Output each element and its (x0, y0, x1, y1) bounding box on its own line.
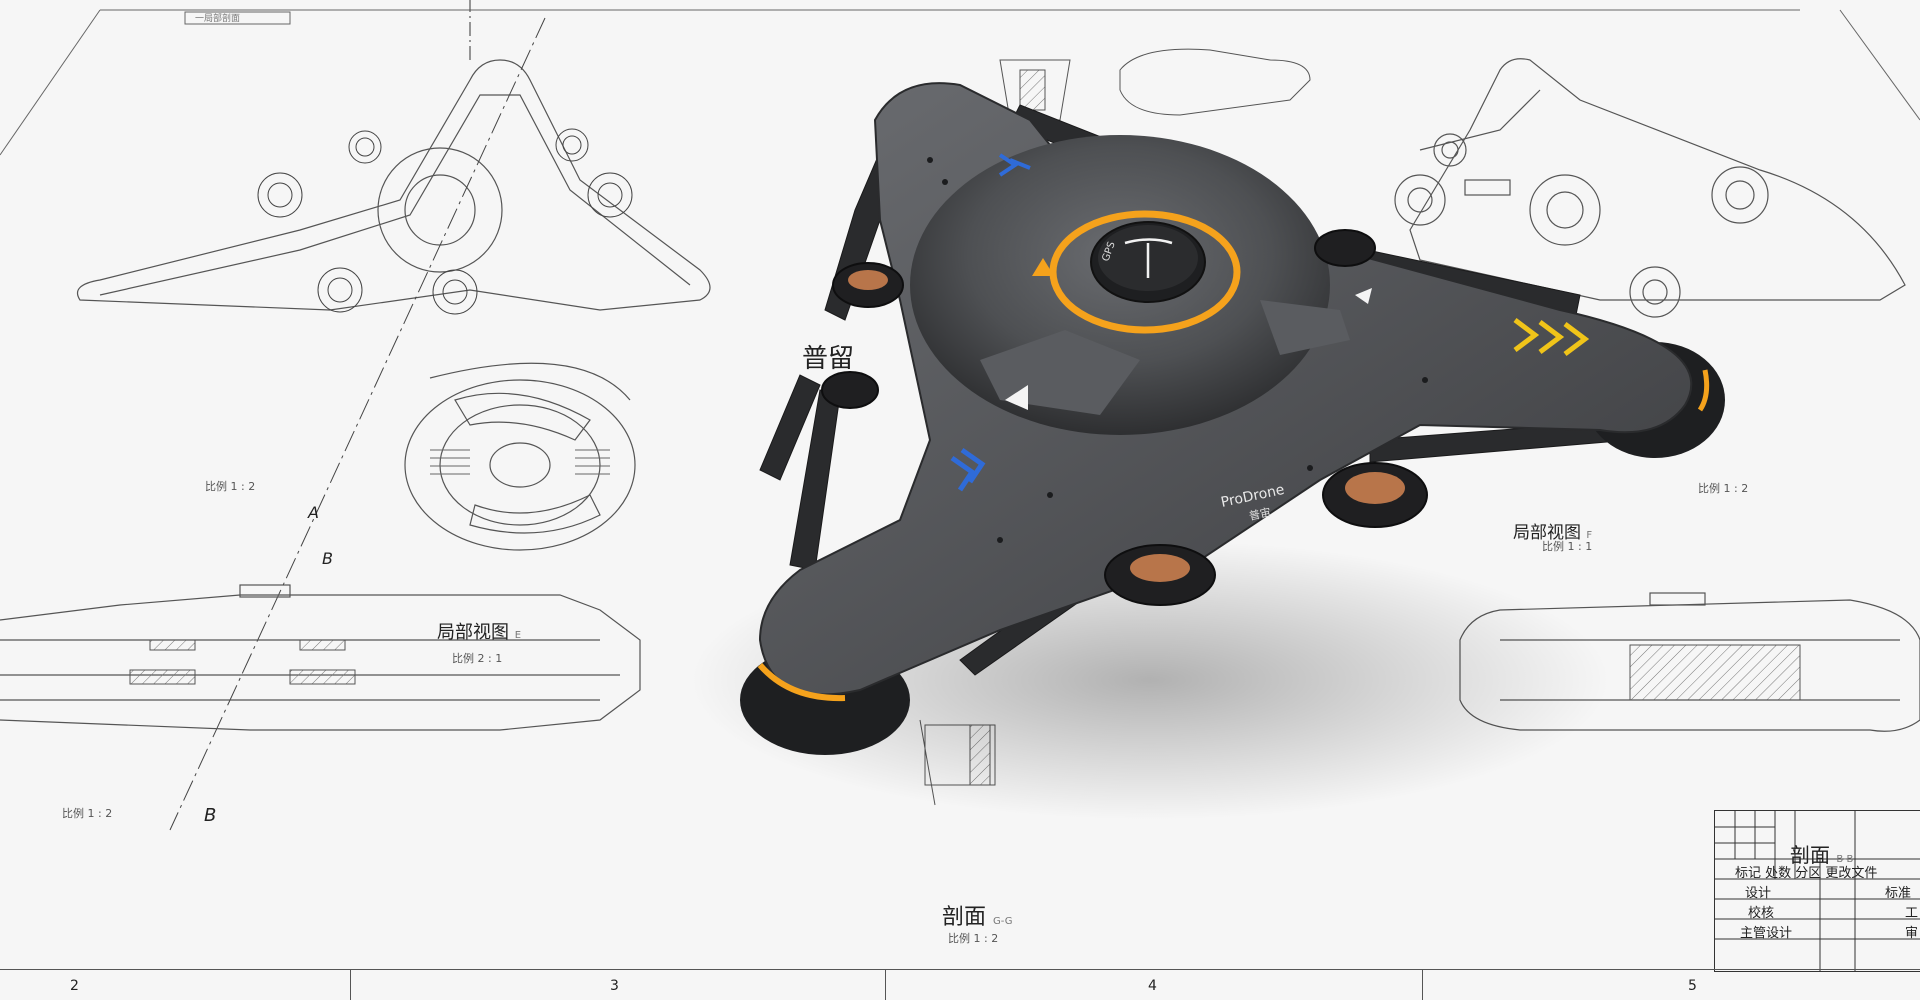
partial-view-e-label: 局部视图 (437, 622, 509, 643)
orange-ring (1049, 210, 1241, 334)
scale-left-bottom: 比例 1 : 2 (62, 807, 113, 820)
ruler-2: 2 (70, 978, 79, 994)
scale-bottom: 比例 1 : 2 (948, 932, 999, 945)
drone: GPS (740, 82, 1725, 755)
side-view-motors (129, 639, 356, 685)
ruler-tick (350, 970, 351, 1000)
ruler-4: 4 (1148, 978, 1157, 994)
motor-fins (430, 449, 610, 475)
tb-section-label: 剖面 (1790, 843, 1830, 867)
tb-process: 工 (1905, 906, 1919, 921)
marker-a: A (308, 503, 319, 522)
partial-view-f-title: 局部视图 F (1513, 518, 1592, 543)
tb-row-header: 标记 处数 分区 更改文件 (1735, 866, 1878, 881)
arrow-marker-icon (1005, 385, 1028, 410)
scale-left-top: 比例 1 : 2 (205, 480, 256, 493)
blue-chevron-icon-2 (998, 153, 1019, 177)
right-hatch (1629, 644, 1801, 701)
arrow-marker-icon-2 (1355, 288, 1372, 304)
side-view-outline (0, 584, 641, 731)
brand-cn-label: 普宙 (1248, 505, 1272, 523)
tb-standard: 标准 (1885, 886, 1912, 901)
partial-view-f-tag: F (1586, 530, 1593, 541)
partial-view-e-title: 局部视图 E (437, 618, 521, 644)
scale-2-1: 比例 2 : 1 (452, 652, 503, 665)
header-note: 一局部剖面 (195, 14, 241, 24)
top-sketches (999, 48, 1311, 121)
top-view-outline (76, 0, 711, 311)
tb-section-tag: B-B (1836, 854, 1854, 865)
body-vents (927, 157, 1428, 543)
section-gg-tag: G-G (993, 916, 1013, 927)
yellow-chevron-icon (1513, 318, 1590, 356)
orange-tip-accent (757, 663, 846, 702)
marker-b-top: B (322, 549, 333, 568)
motor-copper (848, 270, 1405, 582)
tb-supervisor: 主管设计 (1740, 926, 1793, 941)
warning-icon (1032, 258, 1054, 276)
bottom-ruler: 2 3 4 5 (0, 969, 1920, 1000)
center-line (169, 17, 546, 831)
tb-approve: 审 (1905, 926, 1919, 941)
gps-logo (1124, 238, 1173, 278)
right-top-view (1394, 58, 1906, 318)
tb-section: 剖面 B-B (1790, 839, 1853, 868)
partial-view-f-label: 局部视图 (1513, 523, 1581, 543)
ruler-5: 5 (1688, 978, 1697, 994)
section-partial-label: 普留 (802, 344, 855, 374)
tb-check: 校核 (1748, 906, 1775, 921)
scale-right: 比例 1 : 2 (1698, 482, 1749, 495)
ruler-tick (1422, 970, 1423, 1000)
scale-1-1: 比例 1 : 1 (1542, 540, 1593, 553)
top-view-motors (257, 128, 633, 315)
section-gg-label: 剖面 (942, 905, 987, 930)
drawing-frame (0, 9, 1920, 156)
section-gg-title: 剖面 G-G (942, 899, 1013, 931)
title-block-grid (1715, 811, 1920, 971)
blue-chevron-icon (950, 447, 986, 492)
motor-detail-view (404, 362, 636, 551)
tb-design: 设计 (1745, 886, 1772, 901)
marker-b-bottom: B (204, 805, 217, 826)
title-block: 剖面 B-B 标记 处数 分区 更改文件 设计 标准 校核 工 主管设计 审 (1714, 810, 1920, 972)
ruler-3: 3 (610, 978, 619, 994)
ruler-tick (885, 970, 886, 1000)
partial-view-e-tag: E (514, 630, 522, 641)
